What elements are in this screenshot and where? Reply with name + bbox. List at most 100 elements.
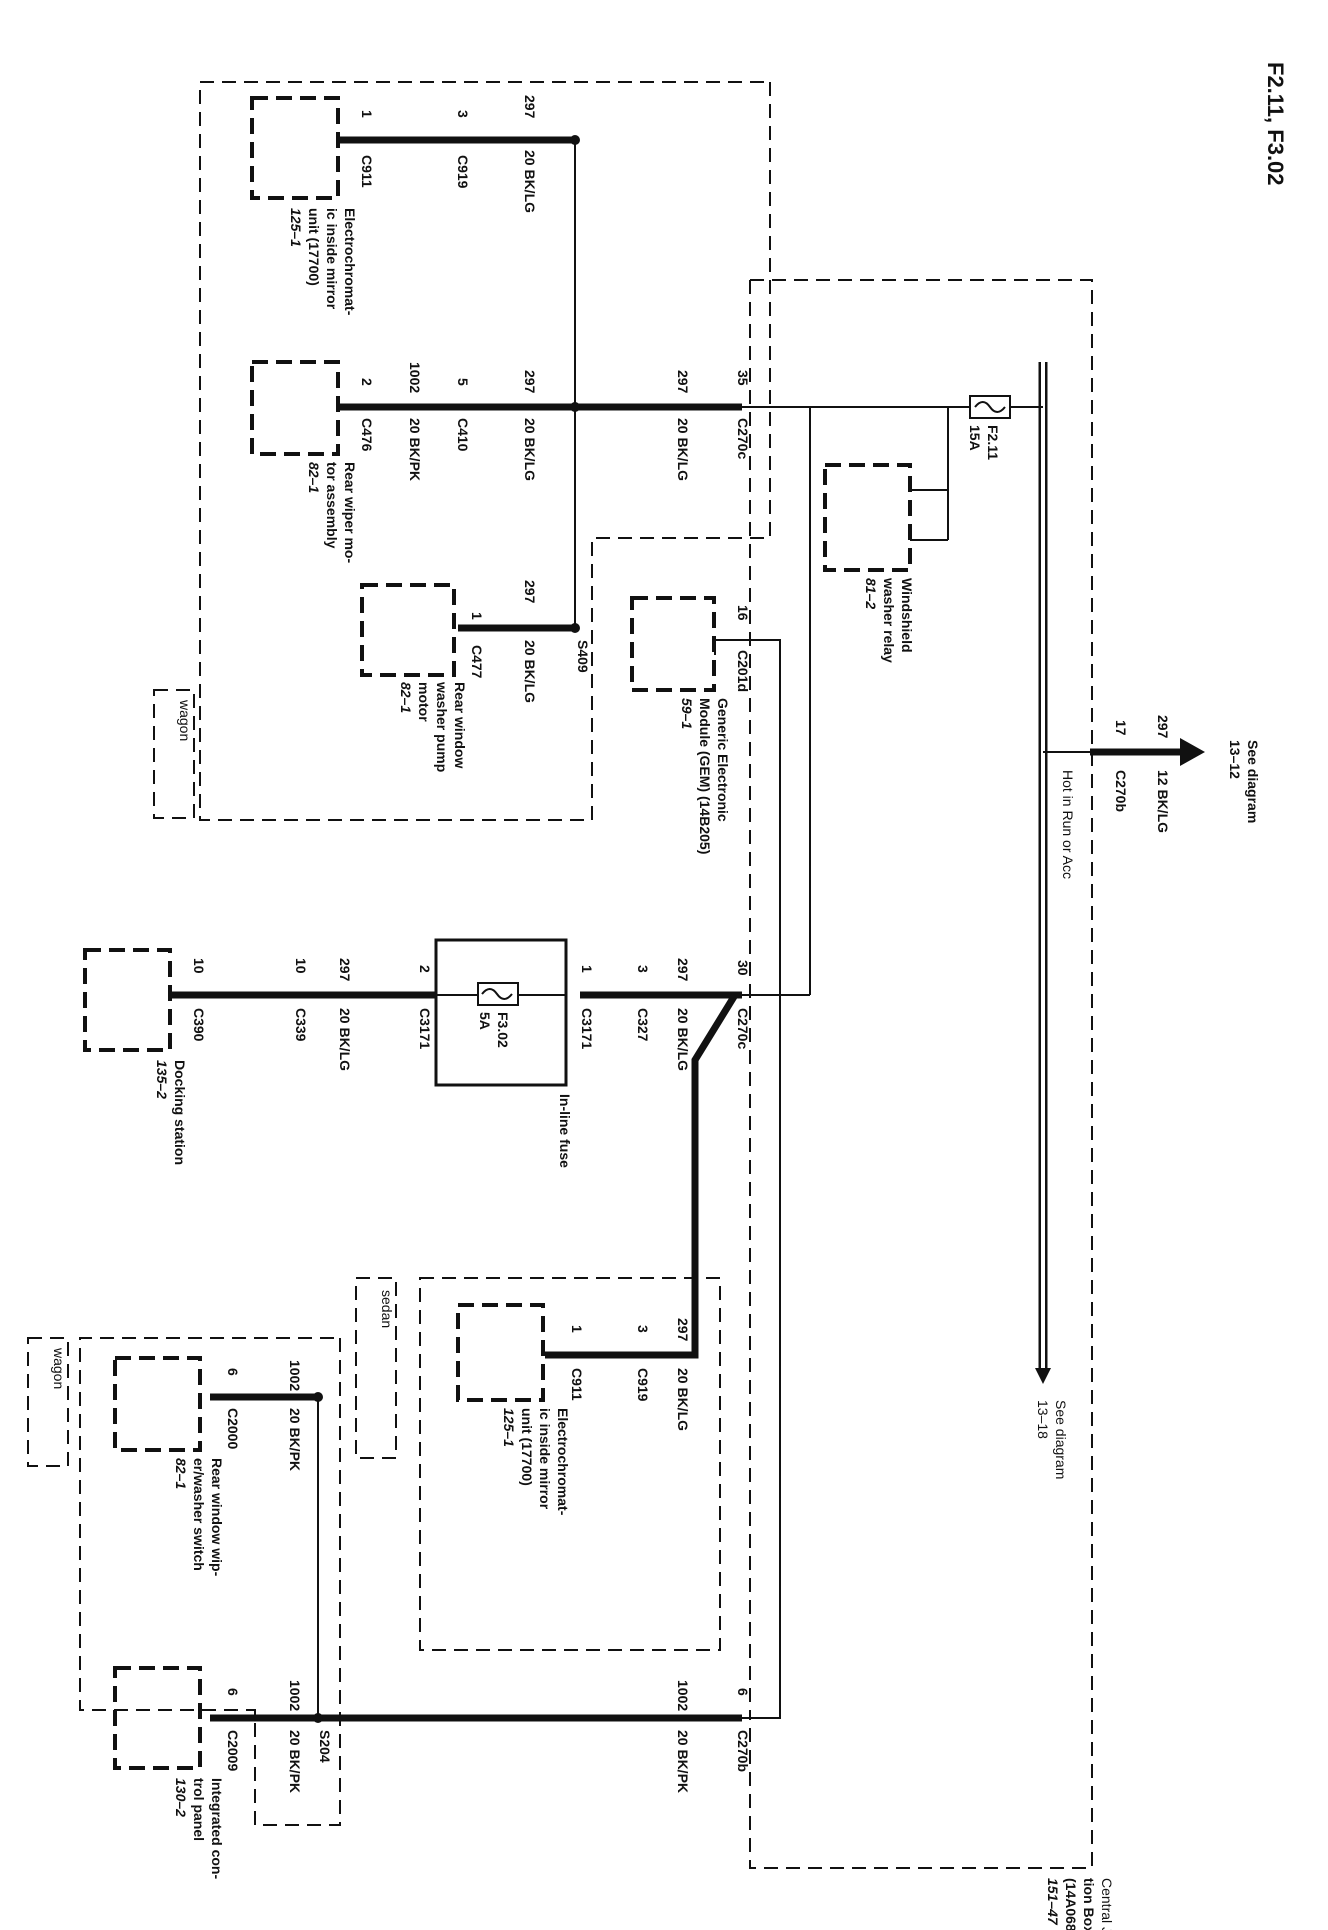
pin-30: 30 <box>735 960 751 976</box>
wire-20bkpk-b: 20 BK/PK <box>287 1730 303 1793</box>
rws-2: er/washer switch <box>191 1458 207 1571</box>
pin-10-c390: 10 <box>191 958 207 974</box>
wire-297-w3: 297 <box>522 580 538 604</box>
wire-297-top: 297 <box>1155 715 1171 739</box>
rws-ref: 82–1 <box>173 1458 189 1489</box>
ecm-s-3: unit (17700) <box>519 1408 535 1486</box>
wagon-top-tag-box <box>153 689 195 819</box>
c270c-b: C270c <box>735 1008 751 1049</box>
c3171-b: C3171 <box>417 1008 433 1049</box>
icp-ref: 130–2 <box>173 1778 189 1817</box>
wire-20bkpk-a: 20 BK/PK <box>675 1730 691 1793</box>
wire-20bkpk-w: 20 BK/PK <box>407 418 423 481</box>
c339: C339 <box>293 1008 309 1042</box>
wire-297-w1: 297 <box>522 95 538 119</box>
c327: C327 <box>635 1008 651 1042</box>
icp-1: Integrated con- <box>209 1778 225 1879</box>
fuse-f302-label: F3.02 <box>495 1012 511 1048</box>
pin-2-c3171: 2 <box>417 965 433 973</box>
fuse-f211-element <box>974 401 1006 413</box>
wire-1002-b: 1002 <box>287 1680 303 1711</box>
pin-10-c339: 10 <box>293 958 309 974</box>
gem-1: Generic Electronic <box>715 698 731 822</box>
bus-arrow-down <box>1035 1368 1051 1384</box>
gem-box <box>630 596 716 692</box>
c911-w: C911 <box>359 155 375 188</box>
icp-2: trol panel <box>191 1778 207 1841</box>
pin-6-c2000: 6 <box>225 1368 241 1376</box>
c919-sedan: C919 <box>635 1368 651 1402</box>
wire-12bklg: 12 BK/LG <box>1155 770 1171 833</box>
pin-3-c327: 3 <box>635 965 651 973</box>
c270b-top: C270b <box>1113 770 1129 812</box>
wagon-bottom-outline <box>79 1337 341 1826</box>
rws-box <box>113 1356 202 1452</box>
c476: C476 <box>359 418 375 452</box>
wagon-top-tag: wagon <box>177 699 193 741</box>
ecm-s-ref: 125–1 <box>501 1408 517 1447</box>
pin-3-c919-w: 3 <box>455 110 471 118</box>
pin-6-c2009: 6 <box>225 1688 241 1696</box>
wire-1002-w: 1002 <box>407 362 423 393</box>
c911-sedan: C911 <box>569 1368 585 1401</box>
relay-box <box>823 463 912 572</box>
pin-35: 35 <box>735 370 751 386</box>
sedan-tag: sedan <box>379 1290 395 1328</box>
gem-ref: 59–1 <box>679 698 695 729</box>
cjb-2: tion Box (CJB) <box>1081 1878 1097 1930</box>
bus-note: Hot in Run or Acc <box>1060 770 1076 879</box>
c477: C477 <box>469 645 485 679</box>
wire-297-a: 297 <box>675 370 691 394</box>
see-diagram-top-ref: 13–12 <box>1227 740 1243 779</box>
pin-6-c270b: 6 <box>735 1688 751 1696</box>
pin-1-c3171: 1 <box>579 965 595 973</box>
cjb-ref: 151–47 <box>1045 1878 1061 1926</box>
inline-fuse-label: In-line fuse <box>557 1094 573 1168</box>
page-title: F2.11, F3.02 <box>1263 62 1288 186</box>
s204: S204 <box>317 1730 333 1763</box>
cjb-outline <box>749 279 1093 1869</box>
see-diagram-bottom-ref: 13–18 <box>1035 1400 1051 1439</box>
ecm-w-1: Electrochromat- <box>342 208 358 316</box>
pin-1-c911-sedan: 1 <box>569 1325 585 1333</box>
wire-297-c: 297 <box>337 958 353 982</box>
wire-20bklg-w3: 20 BK/LG <box>522 640 538 703</box>
wagon-top-outline <box>199 81 771 821</box>
ecm-w-3: unit (17700) <box>306 208 322 286</box>
c390: C390 <box>191 1008 207 1042</box>
c410: C410 <box>455 418 471 452</box>
pump-box <box>360 583 456 677</box>
pin-16: 16 <box>735 605 751 621</box>
c2000: C2000 <box>225 1408 241 1449</box>
docking-label: Docking station <box>172 1060 188 1165</box>
relay-name-1: Windshield <box>899 578 915 653</box>
wire-gem-loop <box>742 639 781 1719</box>
wire-20bklg-w1: 20 BK/LG <box>522 150 538 213</box>
fuse-f302-amp: 5A <box>477 1012 493 1030</box>
wire-20bklg-a: 20 BK/LG <box>675 418 691 481</box>
fuse-f211-label: F2.11 <box>985 425 1001 460</box>
wire-20bklg-c: 20 BK/LG <box>337 1008 353 1071</box>
rwp-3: motor <box>416 682 432 722</box>
c270b-bottom: C270b <box>735 1730 751 1772</box>
fuse-f302-element <box>481 988 513 1000</box>
connector-e-icon <box>1180 738 1205 766</box>
cjb-1: Central Junc- <box>1099 1878 1115 1930</box>
wire-1002-a: 1002 <box>675 1680 691 1711</box>
docking-box <box>83 948 172 1052</box>
wagon-bottom-tag: wagon <box>51 1347 67 1389</box>
c201d: C201d <box>735 650 751 692</box>
wire-297-sedan: 297 <box>675 1318 691 1342</box>
pin-1-c911-w: 1 <box>359 110 375 118</box>
c270c-a: C270c <box>735 418 751 459</box>
rear-wiper-motor-box <box>250 360 340 456</box>
pin-17: 17 <box>1113 720 1129 736</box>
wire-20bklg-sedan: 20 BK/LG <box>675 1368 691 1431</box>
ecm-s-2: ic inside mirror <box>537 1408 553 1510</box>
see-diagram-bottom: See diagram <box>1053 1400 1069 1479</box>
splice-s204 <box>313 1713 323 1723</box>
s409: S409 <box>575 640 591 673</box>
see-diagram-top: See diagram <box>1245 740 1261 823</box>
relay-name-2: washer relay <box>881 577 897 663</box>
